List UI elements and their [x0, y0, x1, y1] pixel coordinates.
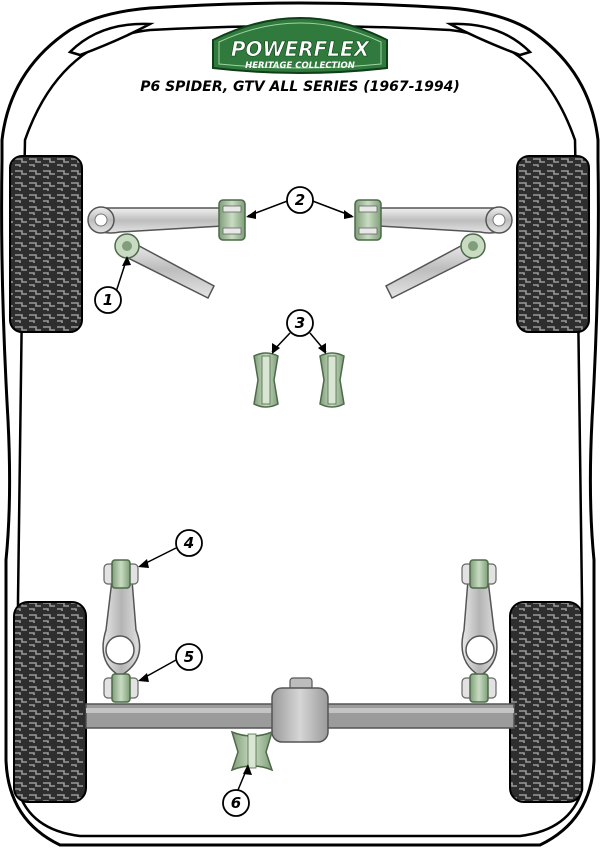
callout-5: 5	[175, 643, 203, 671]
callout-number: 3	[295, 314, 305, 332]
leader-arrowheads	[122, 210, 354, 775]
rear-left-upper-bush	[103, 559, 139, 589]
front-right-upper-arm	[377, 206, 513, 234]
rear-left-lower-bush	[103, 673, 139, 703]
callout-6: 6	[222, 789, 250, 817]
powerflex-logo: POWERFLEX HERITAGE COLLECTION	[212, 17, 388, 74]
callout-number: 5	[184, 648, 194, 666]
front-left-upper-arm	[87, 206, 223, 234]
rear-right-tyre	[509, 601, 583, 803]
callout-number: 2	[295, 191, 305, 209]
callout-3: 3	[286, 309, 314, 337]
callout-circle	[175, 529, 203, 557]
callout-circle	[175, 643, 203, 671]
car-inner-outline	[16, 24, 584, 838]
rear-right-radius-arm	[461, 579, 498, 677]
callout-circle	[286, 309, 314, 337]
callout-1: 1	[94, 286, 122, 314]
callout-number: 6	[231, 794, 241, 812]
rear-right-lower-bush	[461, 673, 497, 703]
front-right-lower-arm	[385, 233, 486, 300]
front-left-upper-arm-bushing	[218, 199, 246, 241]
callout-4: 4	[175, 529, 203, 557]
front-anti-roll-bar-bush-left	[253, 352, 279, 408]
front-left-tyre	[9, 155, 83, 333]
callout-number: 1	[103, 291, 113, 309]
rear-left-tyre	[13, 601, 87, 803]
callout-layer: 1 2 3 4 5 6	[94, 186, 314, 817]
callout-circle	[94, 286, 122, 314]
differential-mount-bush	[230, 730, 274, 772]
right-headlight	[445, 22, 533, 57]
callout-circle	[222, 789, 250, 817]
left-headlight	[67, 22, 155, 57]
front-anti-roll-bar-bush-right	[319, 352, 345, 408]
front-left-lower-arm	[114, 233, 215, 300]
logo-collection-text: HERITAGE COLLECTION	[245, 61, 355, 71]
callout-number: 4	[183, 534, 194, 552]
front-right-upper-arm-bushing	[354, 199, 382, 241]
rear-right-upper-bush	[461, 559, 497, 589]
logo-brand-text: POWERFLEX	[231, 37, 371, 61]
rear-left-radius-arm	[102, 579, 141, 677]
differential-housing	[271, 677, 329, 743]
front-right-tyre	[516, 155, 590, 333]
callout-circle	[286, 186, 314, 214]
callout-2: 2	[286, 186, 314, 214]
model-subtitle: P6 SPIDER, GTV ALL SERIES (1967-1994)	[140, 79, 460, 95]
